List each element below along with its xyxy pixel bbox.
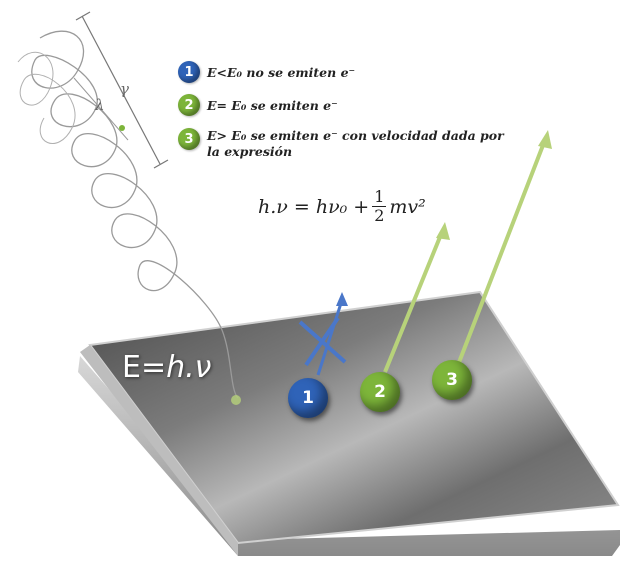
electron-3: 3 <box>432 360 472 400</box>
light-wave-2 <box>17 51 76 144</box>
electron-1: 1 <box>288 378 328 418</box>
legend-item-2: 2 E= E₀ se emiten e⁻ <box>178 94 338 116</box>
inner-bracket <box>73 77 129 141</box>
photon-impact <box>231 395 241 405</box>
block-cross-2 <box>304 316 340 367</box>
metal-plate-rim <box>80 345 238 556</box>
formula-fraction: 1 2 <box>372 187 387 225</box>
electron-2-arrow-head <box>436 222 450 240</box>
legend-text-2: E= E₀ se emiten e⁻ <box>207 97 338 113</box>
wavelength-tick-top <box>75 11 91 21</box>
fraction-numerator: 1 <box>372 187 387 207</box>
blocked-arrow-head <box>336 292 348 306</box>
electron-2: 2 <box>360 372 400 412</box>
formula-rhs: mv² <box>389 195 426 218</box>
electron-3-arrow-head <box>538 130 552 149</box>
legend-badge-3: 3 <box>178 128 200 150</box>
wavelength-tick-bottom <box>153 159 169 169</box>
blocked-electron-path <box>316 299 344 376</box>
legend-badge-2: 2 <box>178 94 200 116</box>
kinetic-energy-formula: h.ν = hν₀ + 1 2 mv² <box>258 188 426 225</box>
formula-lhs: h.ν = hν₀ + <box>258 195 370 218</box>
photon-energy-label: E=h.ν <box>122 350 211 385</box>
legend-text-1: E<E₀ no se emiten e⁻ <box>207 64 356 80</box>
electron-2-path <box>383 231 444 373</box>
metal-plate-edge <box>78 356 620 556</box>
legend-item-1: 1 E<E₀ no se emiten e⁻ <box>178 61 355 83</box>
energy-prefix: E= <box>122 350 167 385</box>
gamma-label: γ <box>120 80 129 98</box>
fraction-denominator: 2 <box>374 206 385 225</box>
electron-3-path <box>456 139 547 366</box>
energy-symbol: h.ν <box>166 350 212 385</box>
lambda-label: λ <box>95 96 105 114</box>
wavelength-bracket <box>81 15 161 165</box>
light-wave <box>31 30 239 399</box>
legend-item-3: 3 E> E₀ se emiten e⁻ con velocidad dada … <box>178 128 528 160</box>
legend-text-3: E> E₀ se emiten e⁻ con velocidad dada po… <box>207 128 504 159</box>
wave-marker <box>119 125 125 131</box>
metal-plate-surface <box>88 290 620 545</box>
legend-badge-1: 1 <box>178 61 200 83</box>
